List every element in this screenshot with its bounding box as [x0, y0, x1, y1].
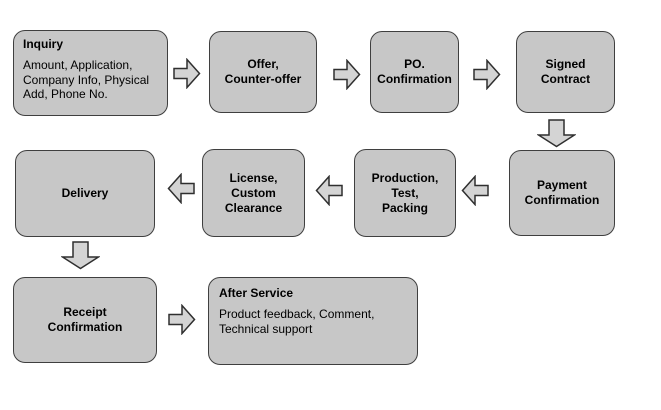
node-inquiry: Inquiry Amount, Application, Company Inf… — [13, 30, 168, 116]
block-arrow-right-icon — [333, 59, 361, 90]
flow-arrow-delivery-to-receipt — [61, 241, 100, 270]
node-after-service-body: Product feedback, Comment, Technical sup… — [219, 307, 375, 336]
node-production-test-packing: Production, Test, Packing — [354, 149, 456, 237]
node-after-service-title: After Service — [219, 286, 294, 300]
flow-arrow-production-to-license — [315, 175, 343, 206]
block-arrow-right-icon — [173, 58, 201, 89]
node-po-confirmation-label: PO. Confirmation — [377, 57, 452, 86]
flow-arrow-po-to-signed — [473, 59, 501, 90]
flow-arrow-payment-to-production — [461, 175, 489, 206]
flow-arrow-inquiry-to-offer — [173, 58, 201, 89]
node-license-custom-clearance-label: License, Custom Clearance — [224, 170, 283, 215]
node-payment-confirmation-label: Payment Confirmation — [524, 178, 600, 207]
node-po-confirmation: PO. Confirmation — [370, 31, 459, 113]
node-inquiry-title: Inquiry — [23, 37, 64, 51]
node-signed-contract: Signed Contract — [516, 31, 615, 113]
block-arrow-left-icon — [315, 175, 343, 206]
flow-arrow-signed-to-payment — [537, 119, 576, 148]
node-signed-contract-label: Signed Contract — [540, 57, 591, 86]
block-arrow-left-icon — [167, 173, 195, 204]
flow-arrow-offer-to-po — [333, 59, 361, 90]
node-license-custom-clearance: License, Custom Clearance — [202, 149, 305, 237]
node-delivery-label: Delivery — [61, 186, 109, 200]
node-receipt-confirmation-label: Receipt Confirmation — [47, 305, 123, 334]
block-arrow-right-icon — [168, 304, 196, 335]
node-delivery: Delivery — [15, 150, 155, 237]
block-arrow-left-icon — [461, 175, 489, 206]
node-offer-counter-offer-label: Offer, Counter-offer — [224, 57, 302, 86]
node-after-service: After Service Product feedback, Comment,… — [208, 277, 418, 365]
node-receipt-confirmation: Receipt Confirmation — [13, 277, 157, 363]
node-offer-counter-offer: Offer, Counter-offer — [209, 31, 317, 113]
block-arrow-down-icon — [537, 119, 576, 148]
node-inquiry-body: Amount, Application, Company Info, Physi… — [23, 58, 150, 101]
block-arrow-down-icon — [61, 241, 100, 270]
flow-arrow-receipt-to-after-service — [168, 304, 196, 335]
node-production-test-packing-label: Production, Test, Packing — [371, 170, 439, 215]
flow-arrow-license-to-delivery — [167, 173, 195, 204]
node-payment-confirmation: Payment Confirmation — [509, 150, 615, 236]
block-arrow-right-icon — [473, 59, 501, 90]
